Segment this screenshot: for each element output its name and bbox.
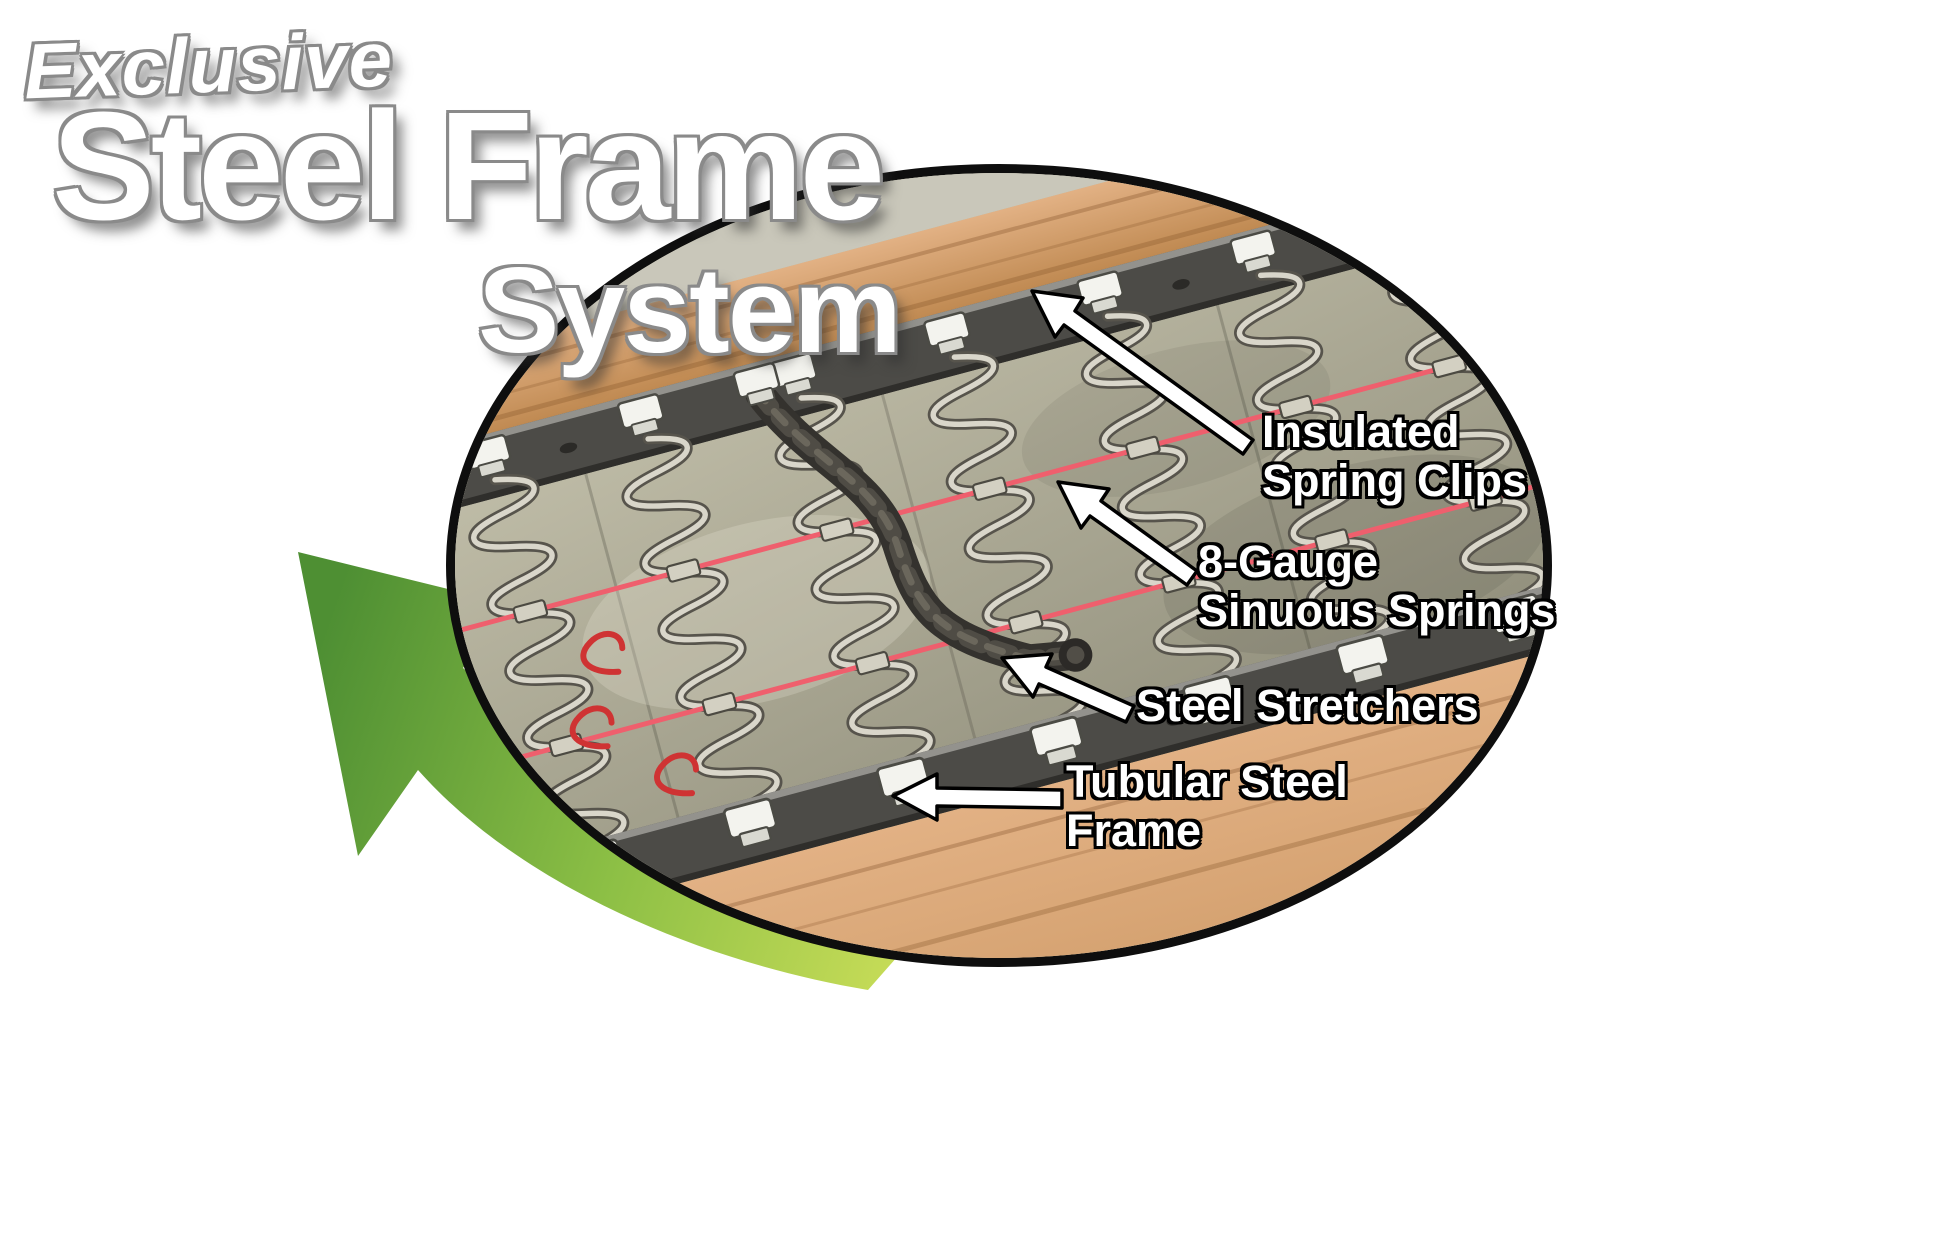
headline-sub: System: [478, 242, 902, 378]
steel-stretcher-tube: [745, 379, 1093, 675]
callout-tubular-steel-frame: Tubular Steel Frame: [1066, 756, 1348, 856]
arrow-tubular-steel-frame: [891, 772, 1064, 822]
callout-sinuous-springs: 8-Gauge Sinuous Springs: [1198, 536, 1556, 636]
arrow-sinuous-springs: [1056, 480, 1199, 587]
callout-insulated-spring-clips: Insulated Spring Clips: [1262, 406, 1528, 506]
red-tie-wires: [569, 631, 699, 797]
callout-line: Insulated: [1262, 406, 1460, 457]
callout-line: Frame: [1066, 804, 1202, 856]
callout-line: 8-Gauge: [1198, 536, 1379, 587]
headline-main: Steel Frame: [52, 80, 885, 252]
wood-rail-top: [455, 173, 1543, 538]
callout-line: Spring Clips: [1262, 454, 1528, 506]
callout-line: Steel Stretchers: [1136, 680, 1479, 731]
wood-rail-bottom: [455, 554, 1543, 958]
arrow-steel-stretchers: [1000, 652, 1136, 724]
callout-line: Tubular Steel: [1066, 756, 1348, 807]
arrow-insulated-spring-clips: [1030, 289, 1255, 456]
callout-steel-stretchers: Steel Stretchers: [1136, 680, 1479, 731]
callout-line: Sinuous Springs: [1198, 584, 1556, 636]
